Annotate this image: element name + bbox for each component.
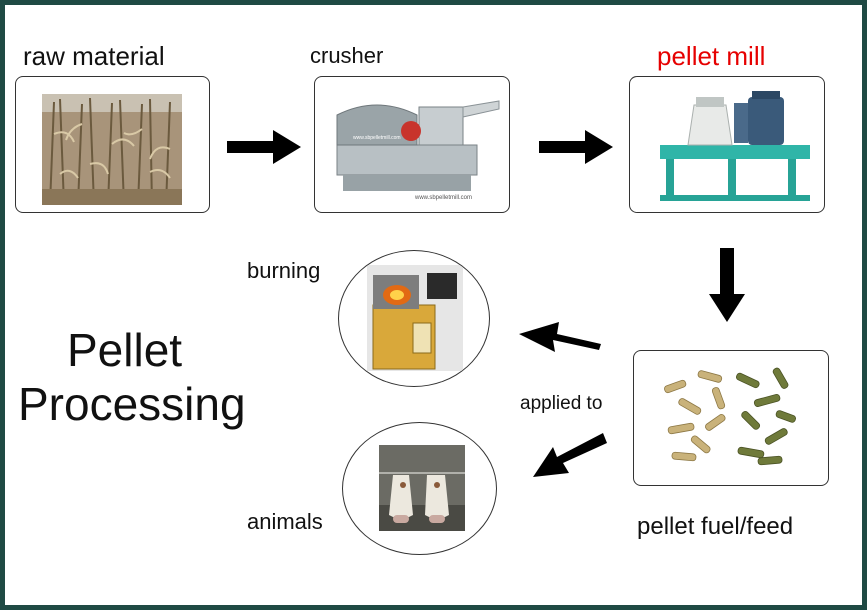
corn-stalks-image	[42, 94, 182, 205]
diagram-canvas: raw material crusher pellet mill burning…	[5, 5, 862, 605]
pellet-mill-box	[629, 76, 825, 213]
arrow-left-icon	[533, 433, 607, 477]
crusher-box: www.sbpelletmill.com www.sbpelletmill.co…	[314, 76, 510, 213]
label-animals: animals	[247, 509, 323, 534]
pellets-image	[658, 363, 804, 473]
label-crusher: crusher	[310, 43, 384, 68]
label-applied-to: applied to	[520, 393, 603, 414]
animals-ellipse	[342, 422, 497, 555]
label-burning: burning	[247, 258, 321, 283]
label-pellet-fuel-feed: pellet fuel/feed	[637, 513, 794, 540]
arrow-down-icon	[709, 248, 745, 322]
burning-stove-image	[367, 265, 463, 371]
title-line-1: Pellet	[67, 324, 183, 376]
label-pellet-mill: pellet mill	[657, 41, 766, 71]
svg-text:www.sbpelletmill.com: www.sbpelletmill.com	[414, 195, 472, 201]
arrow-right-icon	[539, 130, 613, 164]
burning-ellipse	[338, 250, 490, 387]
svg-text:www.sbpelletmill.com: www.sbpelletmill.com	[353, 135, 401, 141]
raw-material-box	[15, 76, 210, 213]
arrow-right-icon	[227, 130, 301, 164]
cattle-image	[379, 445, 465, 531]
arrow-left-icon	[519, 322, 601, 352]
pellet-fuel-feed-box	[633, 350, 829, 486]
pellet-mill-image	[660, 91, 810, 201]
label-raw-material: raw material	[23, 41, 165, 71]
crusher-machine-image: www.sbpelletmill.com www.sbpelletmill.co…	[336, 100, 500, 201]
title-line-2: Processing	[18, 378, 246, 430]
